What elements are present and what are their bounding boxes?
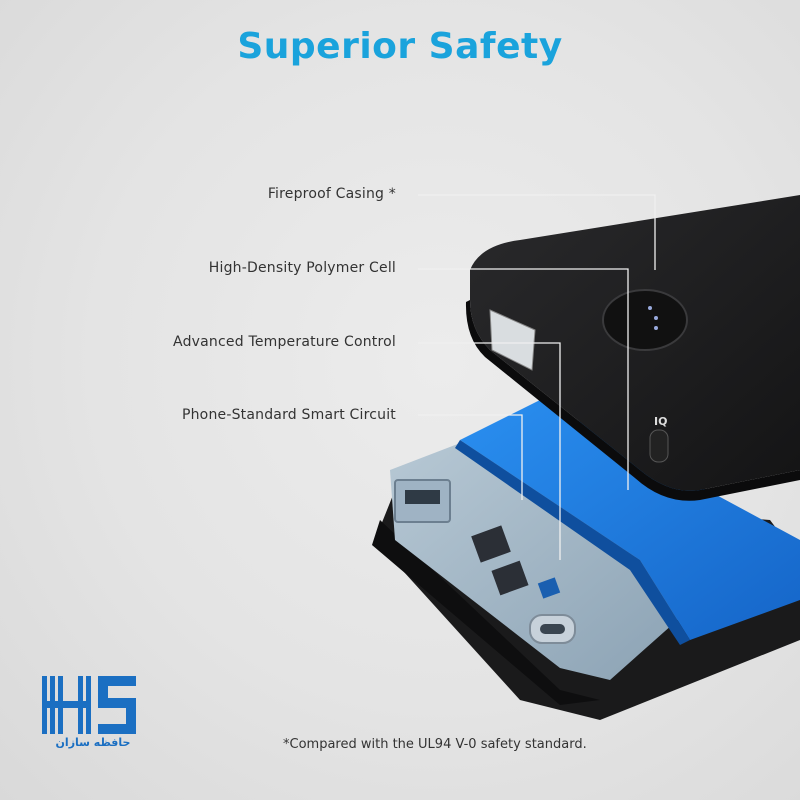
smart-chip	[537, 577, 561, 599]
circuit-board	[390, 420, 700, 680]
footnote: *Compared with the UL94 V-0 safety stand…	[283, 737, 587, 752]
callout-fireproof-casing: Fireproof Casing *	[267, 186, 396, 202]
callout-temperature-control: Advanced Temperature Control	[173, 334, 396, 350]
chip-2	[491, 560, 529, 596]
leader-line-temperature	[418, 342, 561, 560]
callout-polymer-cell: High-Density Polymer Cell	[208, 260, 396, 276]
leader-line-cell	[418, 268, 629, 490]
page-title: Superior Safety	[237, 26, 563, 67]
brand-logo-caption: حافظه سازان	[55, 736, 131, 749]
callout-lines	[418, 194, 656, 560]
iq-badge: IQ	[654, 415, 667, 428]
casing-usb-port	[489, 309, 536, 371]
casing-usbc-port	[649, 429, 669, 463]
callout-smart-circuit: Phone-Standard Smart Circuit	[181, 407, 396, 423]
polymer-cell	[460, 400, 800, 640]
brand-logo	[42, 676, 136, 734]
leader-line-casing	[418, 194, 656, 270]
power-button	[602, 289, 688, 351]
chip-1	[471, 525, 511, 563]
leader-line-circuit	[418, 414, 523, 500]
